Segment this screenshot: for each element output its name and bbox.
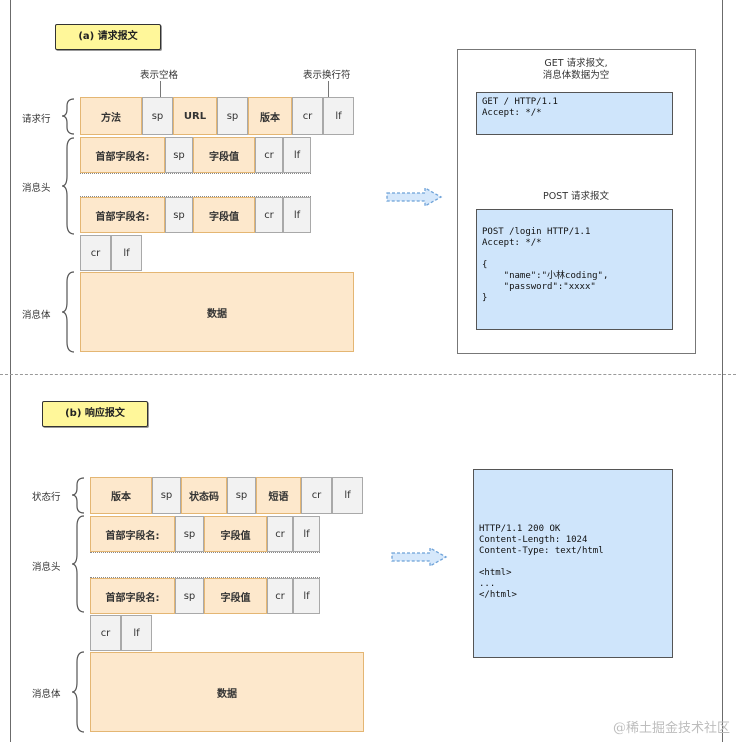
annotation-newline-pointer <box>328 81 329 97</box>
watermark: @稀土掘金技术社区 <box>612 721 730 736</box>
get-example-code: GET / HTTP/1.1 Accept: */* <box>476 92 673 135</box>
request-title: (a) 请求报文 <box>55 24 161 50</box>
request-braces <box>61 98 75 353</box>
response-header-value: 字段值 <box>204 578 267 614</box>
response-end-cr: cr <box>90 615 121 651</box>
request-header-sp: sp <box>165 137 193 173</box>
request-header-lf: lf <box>283 137 311 173</box>
request-line-lf: lf <box>323 97 354 135</box>
request-line-cr: cr <box>292 97 323 135</box>
post-example-title: POST 请求报文 <box>542 191 610 202</box>
status-line-sp: sp <box>227 477 256 514</box>
request-header-value: 字段值 <box>193 197 255 233</box>
request-header-name: 首部字段名: <box>80 197 165 233</box>
get-example-title: GET 请求报文, 消息体数据为空 <box>476 58 676 82</box>
response-header-sp: sp <box>175 578 204 614</box>
annotation-space: 表示空格 <box>140 70 179 81</box>
request-line-method: 方法 <box>80 97 142 135</box>
response-body-data: 数据 <box>90 652 364 732</box>
label-status-line: 状态行 <box>32 492 61 503</box>
response-braces <box>71 477 85 733</box>
request-arrow-icon <box>386 186 443 208</box>
status-line-cr: cr <box>301 477 332 514</box>
get-example-title-line1: GET 请求报文, <box>544 58 608 69</box>
section-divider <box>0 374 736 375</box>
request-header-ellipsis-bottom <box>80 196 311 197</box>
request-body-data: 数据 <box>80 272 354 352</box>
label-response-body: 消息体 <box>32 689 61 700</box>
response-header-name: 首部字段名: <box>90 578 175 614</box>
request-line-url: URL <box>173 97 217 135</box>
label-request-line: 请求行 <box>22 114 51 125</box>
status-line-phrase: 短语 <box>256 477 301 514</box>
response-header-ellipsis-bottom <box>90 577 320 578</box>
request-end-lf: lf <box>111 235 142 271</box>
label-request-body: 消息体 <box>22 310 51 321</box>
response-header-cr: cr <box>267 578 293 614</box>
label-response-header: 消息头 <box>32 562 61 573</box>
status-line-lf: lf <box>332 477 363 514</box>
request-header-cr: cr <box>255 197 283 233</box>
request-end-cr: cr <box>80 235 111 271</box>
response-header-ellipsis-top <box>90 552 320 553</box>
request-header-sp: sp <box>165 197 193 233</box>
request-header-ellipsis-top <box>80 173 311 174</box>
response-header-value: 字段值 <box>204 516 267 552</box>
response-arrow-icon <box>391 546 448 568</box>
frame-left-border <box>10 0 11 742</box>
response-title: (b) 响应报文 <box>42 401 148 427</box>
annotation-space-pointer <box>160 81 161 97</box>
request-header-cr: cr <box>255 137 283 173</box>
status-line-version: 版本 <box>90 477 152 514</box>
response-header-cr: cr <box>267 516 293 552</box>
post-example-code: POST /login HTTP/1.1 Accept: */* { "name… <box>476 209 673 330</box>
response-header-lf: lf <box>293 516 320 552</box>
response-header-lf: lf <box>293 578 320 614</box>
response-header-name: 首部字段名: <box>90 516 175 552</box>
request-header-name: 首部字段名: <box>80 137 165 173</box>
response-end-lf: lf <box>121 615 152 651</box>
request-header-value: 字段值 <box>193 137 255 173</box>
request-line-sp: sp <box>217 97 248 135</box>
request-line-sp: sp <box>142 97 173 135</box>
response-example-code: HTTP/1.1 200 OK Content-Length: 1024 Con… <box>473 469 673 658</box>
request-header-lf: lf <box>283 197 311 233</box>
status-line-code: 状态码 <box>181 477 227 514</box>
label-request-header: 消息头 <box>22 183 51 194</box>
frame-right-border <box>722 0 723 742</box>
get-example-title-line2: 消息体数据为空 <box>542 70 610 81</box>
status-line-sp: sp <box>152 477 181 514</box>
annotation-newline: 表示换行符 <box>303 70 351 81</box>
response-header-sp: sp <box>175 516 204 552</box>
request-line-version: 版本 <box>248 97 292 135</box>
